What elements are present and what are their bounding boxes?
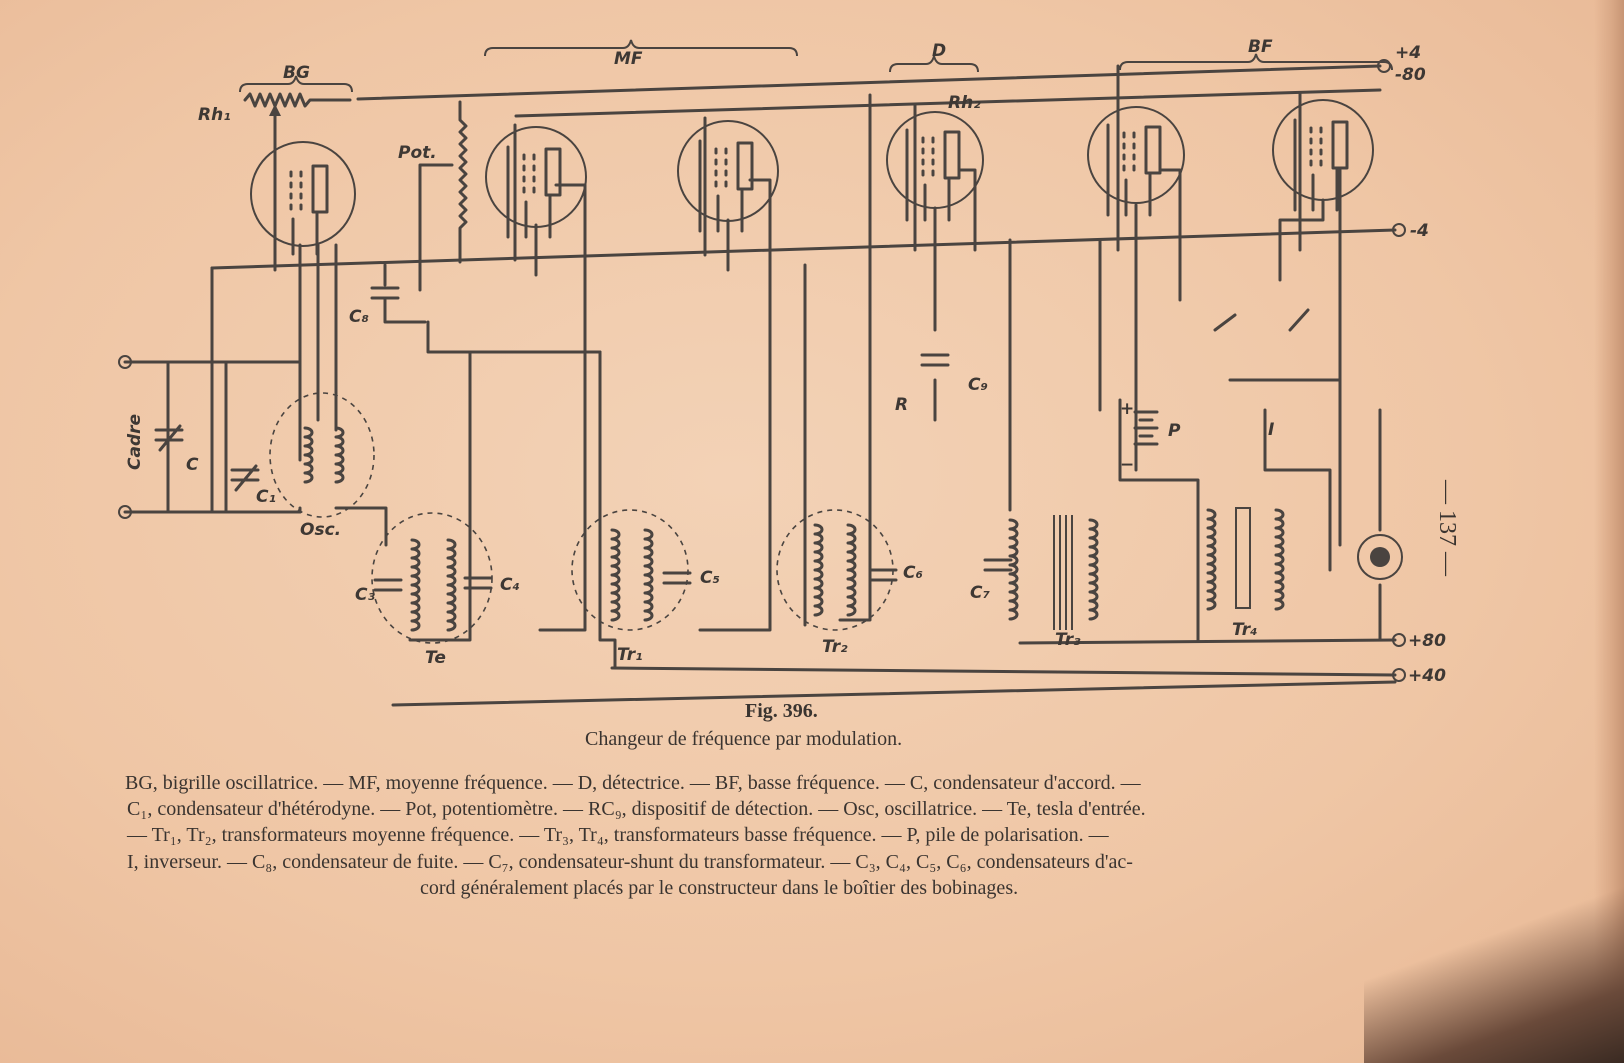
coils <box>303 426 1285 632</box>
legend-line-4: I, inverseur. — C₈, condensateur de fuit… <box>127 851 1133 873</box>
tube-electrodes <box>506 145 562 239</box>
terminals <box>118 59 1406 682</box>
label-pot: Pot. <box>398 143 437 163</box>
label-cadre: Cadre <box>125 414 145 470</box>
coil-shields <box>269 392 894 644</box>
terminal-minus80: -80 <box>1395 65 1426 85</box>
iron-cores <box>1053 507 1251 630</box>
tube-electrodes <box>1106 123 1162 217</box>
coil-winding <box>1088 518 1099 621</box>
tube-electrodes <box>1293 118 1349 212</box>
terminal-plus80: +80 <box>1408 631 1446 651</box>
label-c5: C₅ <box>700 568 720 588</box>
section-braces <box>239 39 1393 93</box>
label-c: C <box>186 455 199 475</box>
label-c1: C₁ <box>256 487 276 507</box>
coil-winding <box>1206 508 1217 611</box>
label-minus: − <box>1120 455 1134 475</box>
label-plus: + <box>1120 399 1134 419</box>
supply-rails <box>210 64 1397 707</box>
label-d: D <box>932 41 946 61</box>
label-tr2: Tr₂ <box>822 637 848 657</box>
tube-electrodes <box>273 162 329 256</box>
coil-winding <box>610 528 621 622</box>
label-te: Te <box>425 648 446 668</box>
potentiometer <box>458 100 468 264</box>
coil-winding <box>303 426 314 484</box>
label-bf: BF <box>1248 37 1273 57</box>
coil-winding <box>1274 508 1285 611</box>
label-tr1: Tr₁ <box>617 645 643 665</box>
legend-line-3: — Tr₁, Tr₂, transformateurs moyenne fréq… <box>127 824 1109 846</box>
label-r: R <box>895 395 908 415</box>
label-c9: C₉ <box>968 375 988 395</box>
label-c7: C₇ <box>970 583 990 603</box>
coil-winding <box>410 538 421 632</box>
coil-winding <box>813 523 824 617</box>
figure-number: Fig. 396. <box>745 700 818 722</box>
label-rh2: Rh₂ <box>948 93 981 113</box>
terminal-minus4: -4 <box>1410 221 1429 241</box>
bias-battery <box>1133 410 1159 446</box>
legend-line-2: C₁, condensateur d'hétérodyne. — Pot, po… <box>127 798 1146 820</box>
loudspeaker <box>1357 534 1403 580</box>
wiring <box>123 64 1382 670</box>
label-i: I <box>1268 420 1274 440</box>
page-edge-shadow <box>1364 863 1624 1063</box>
coil-winding <box>643 528 654 622</box>
page-number: — 137 — <box>1434 480 1460 576</box>
label-rh1: Rh₁ <box>198 105 231 125</box>
legend-line-5: cord généralement placés par le construc… <box>420 877 1019 899</box>
label-c8: C₈ <box>349 307 369 327</box>
label-osc: Osc. <box>300 520 341 540</box>
tube-electrodes <box>905 128 961 222</box>
coil-winding <box>446 538 457 632</box>
legend-line-1: BG, bigrille oscillatrice. — MF, moyenne… <box>125 772 1141 794</box>
terminal-plus40: +40 <box>1408 666 1446 686</box>
tube-electrodes <box>698 139 754 233</box>
coil-winding <box>334 426 345 484</box>
label-tr3: Tr₃ <box>1055 630 1081 650</box>
terminal-plus4: +4 <box>1395 43 1421 63</box>
label-bg: BG <box>283 63 310 83</box>
label-c6: C₆ <box>903 563 923 583</box>
coil-winding <box>1008 518 1019 621</box>
label-tr4: Tr₄ <box>1232 620 1258 640</box>
capacitors <box>154 353 1013 592</box>
rheostat-rh1 <box>243 92 352 108</box>
coil-winding <box>846 523 857 617</box>
label-p: P <box>1168 421 1181 441</box>
figure-title: Changeur de fréquence par modulation. <box>585 728 903 750</box>
label-mf: MF <box>614 49 643 69</box>
label-c3: C₃ <box>355 585 375 605</box>
label-c4: C₄ <box>500 575 520 595</box>
